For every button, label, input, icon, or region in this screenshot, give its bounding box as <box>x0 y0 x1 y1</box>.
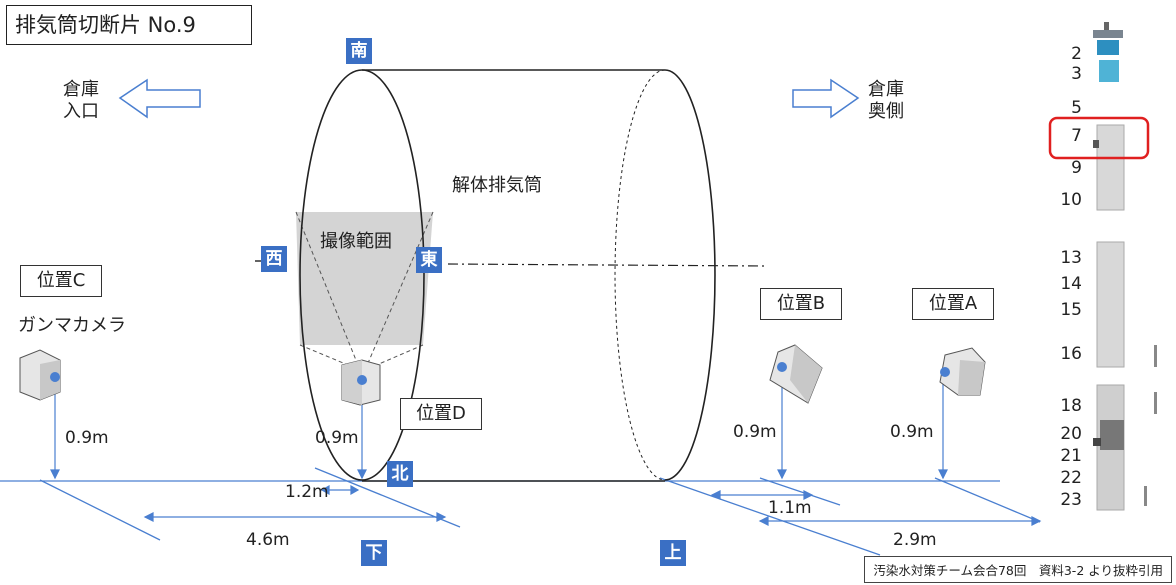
source-note: 汚染水対策チーム会合78回 資料3-2 より抜粋引用 <box>864 556 1172 583</box>
stack-section-number: 18 <box>1060 396 1082 416</box>
stack-section-number: 10 <box>1060 190 1082 210</box>
stack-section-number: 3 <box>1071 64 1082 84</box>
camera-d <box>341 359 381 406</box>
center-axis <box>447 263 766 267</box>
ground-perspective-line <box>659 477 881 556</box>
warehouse-back-line2: 奥側 <box>868 101 904 122</box>
stack-section-number: 15 <box>1060 300 1082 320</box>
warehouse-entrance-line2: 入口 <box>63 101 99 122</box>
stack-section-number: 9 <box>1071 158 1082 178</box>
stack-section-number: 22 <box>1060 468 1082 488</box>
height-a-label: 0.9m <box>890 422 934 442</box>
stack-illustration <box>1093 22 1157 511</box>
camera-c <box>19 349 61 401</box>
stack-section-number: 20 <box>1060 424 1082 444</box>
position-c-box: 位置C <box>20 265 102 297</box>
camera-b <box>769 344 823 404</box>
warehouse-back-arrow <box>792 78 860 119</box>
direction-bottom: 下 <box>361 540 387 566</box>
distance-1-1m-label: 1.1m <box>768 498 812 518</box>
direction-north: 北 <box>387 461 413 487</box>
imaging-range-label: 撮像範囲 <box>320 231 392 252</box>
no9-highlight-frame <box>1048 116 1150 160</box>
stack-section-number: 16 <box>1060 344 1082 364</box>
warehouse-entrance-arrow <box>118 78 201 119</box>
warehouse-entrance-line1: 倉庫 <box>63 79 99 100</box>
stack-section-number: 14 <box>1060 274 1082 294</box>
direction-top: 上 <box>660 540 686 566</box>
distance-2-9m-label: 2.9m <box>893 530 937 550</box>
ground-perspective-line <box>39 479 161 541</box>
imaging-range-area <box>296 212 433 345</box>
height-c-label: 0.9m <box>65 428 109 448</box>
stack-section-number: 7 <box>1071 126 1082 146</box>
distance-4-6m-label: 4.6m <box>246 530 290 550</box>
camera-a <box>939 347 986 396</box>
stack-section-number: 5 <box>1071 98 1082 118</box>
ground-perspective-line <box>934 477 1041 523</box>
warehouse-back-line1: 倉庫 <box>868 79 904 100</box>
distance-1-2m-label: 1.2m <box>285 482 329 502</box>
stack-section-number: 21 <box>1060 446 1082 466</box>
direction-east: 東 <box>416 247 442 273</box>
direction-south: 南 <box>346 38 372 64</box>
height-b-label: 0.9m <box>733 422 777 442</box>
position-d-box: 位置D <box>400 398 482 430</box>
cylinder-label: 解体排気筒 <box>452 175 542 196</box>
direction-west: 西 <box>261 246 287 272</box>
stack-section-number: 13 <box>1060 248 1082 268</box>
stack-section-number: 23 <box>1060 490 1082 510</box>
position-b-box: 位置B <box>760 288 842 320</box>
gamma-camera-label: ガンマカメラ <box>18 315 126 336</box>
stack-section-number: 2 <box>1071 44 1082 64</box>
page-title: 排気筒切断片 No.9 <box>6 5 252 45</box>
position-a-box: 位置A <box>912 288 994 320</box>
ground-perspective-line <box>759 477 841 506</box>
height-d-label: 0.9m <box>315 428 359 448</box>
